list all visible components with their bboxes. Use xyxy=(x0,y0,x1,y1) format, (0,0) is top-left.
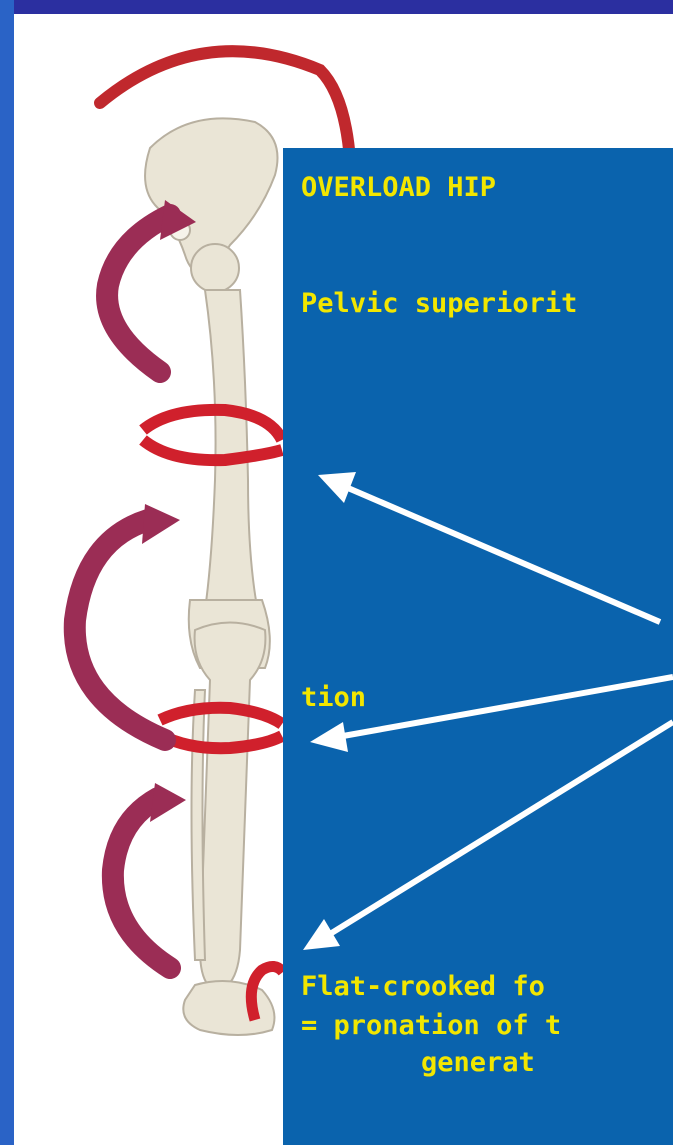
arrow-to-knee-icon xyxy=(310,677,673,752)
arrow-to-thigh-icon xyxy=(318,472,660,622)
arrow-to-foot-icon xyxy=(303,722,673,950)
